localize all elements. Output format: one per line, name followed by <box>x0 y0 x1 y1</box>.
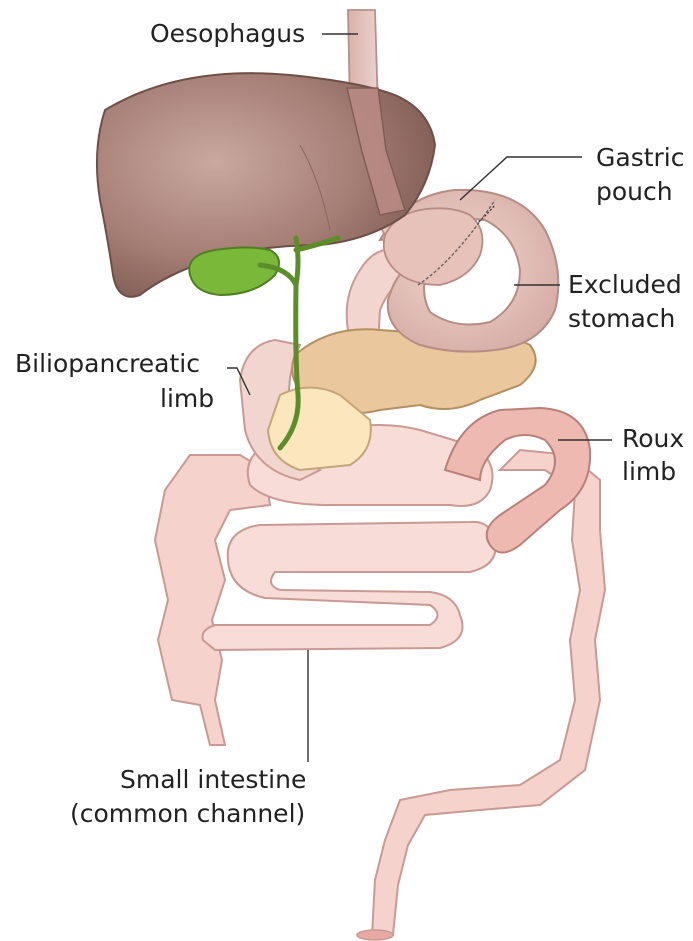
label-excluded-stomach-line2: stomach <box>568 304 675 333</box>
gallbladder <box>189 248 279 296</box>
label-biliopancreatic-line1: Biliopancreatic <box>15 349 200 378</box>
label-excluded-stomach-line1: Excluded <box>568 270 682 299</box>
label-biliopancreatic-line2: limb <box>160 384 214 413</box>
label-gastric-pouch-line1: Gastric <box>596 143 685 172</box>
label-small-intestine-line1: Small intestine <box>120 765 306 794</box>
label-roux-line1: Roux <box>622 424 684 453</box>
label-oesophagus: Oesophagus <box>150 19 305 48</box>
label-gastric-pouch-line2: pouch <box>596 177 673 206</box>
label-small-intestine-line2: (common channel) <box>70 799 305 828</box>
label-roux-line2: limb <box>622 457 676 486</box>
